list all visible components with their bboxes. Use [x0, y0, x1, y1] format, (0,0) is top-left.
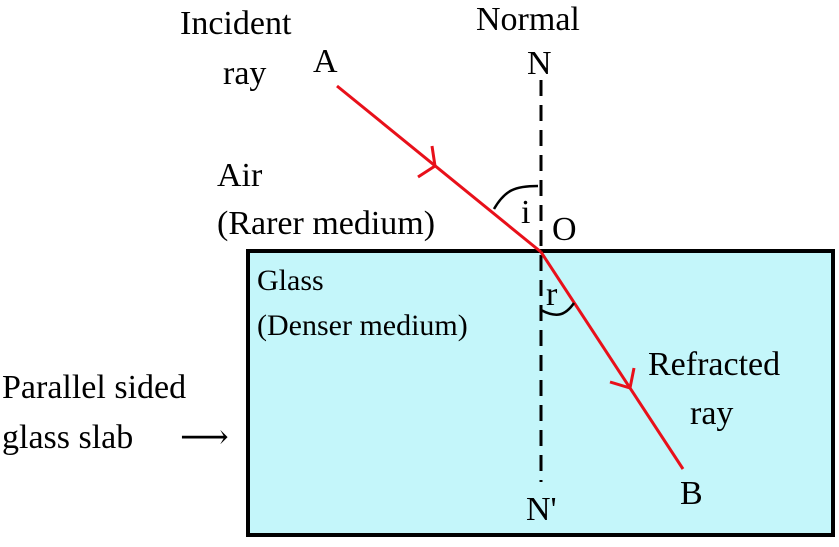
normal-label: Normal — [476, 1, 580, 38]
point-a-label: A — [313, 43, 338, 80]
point-o-label: O — [552, 211, 577, 248]
refracted-ray-arrowhead — [609, 367, 636, 390]
angle-r-label: r — [546, 276, 558, 313]
point-n-label: N — [527, 45, 552, 82]
slab-label-line1: Parallel sided — [2, 369, 186, 406]
slab-label-line2: glass slab — [2, 419, 133, 456]
denser-medium-label: (Denser medium) — [257, 309, 468, 342]
slab-pointer-arrow-icon: ⟶ — [180, 419, 229, 456]
angle-r-arc — [540, 302, 576, 316]
incident-ray-label-line2: ray — [223, 55, 266, 92]
air-label: Air — [217, 157, 263, 194]
glass-label: Glass — [257, 264, 324, 297]
refracted-ray — [539, 251, 685, 470]
angle-i-label: i — [521, 194, 530, 231]
point-n-prime-label: N' — [526, 491, 557, 528]
incident-ray-label-line1: Incident — [180, 5, 292, 42]
angle-i-arc — [492, 184, 539, 210]
incident-ray — [336, 84, 542, 254]
refracted-ray-label-line2: ray — [690, 395, 733, 432]
incident-ray-arrowhead — [417, 145, 437, 179]
rarer-medium-label: (Rarer medium) — [217, 205, 435, 242]
point-b-label: B — [680, 475, 703, 512]
refracted-ray-label-line1: Refracted — [648, 346, 780, 383]
